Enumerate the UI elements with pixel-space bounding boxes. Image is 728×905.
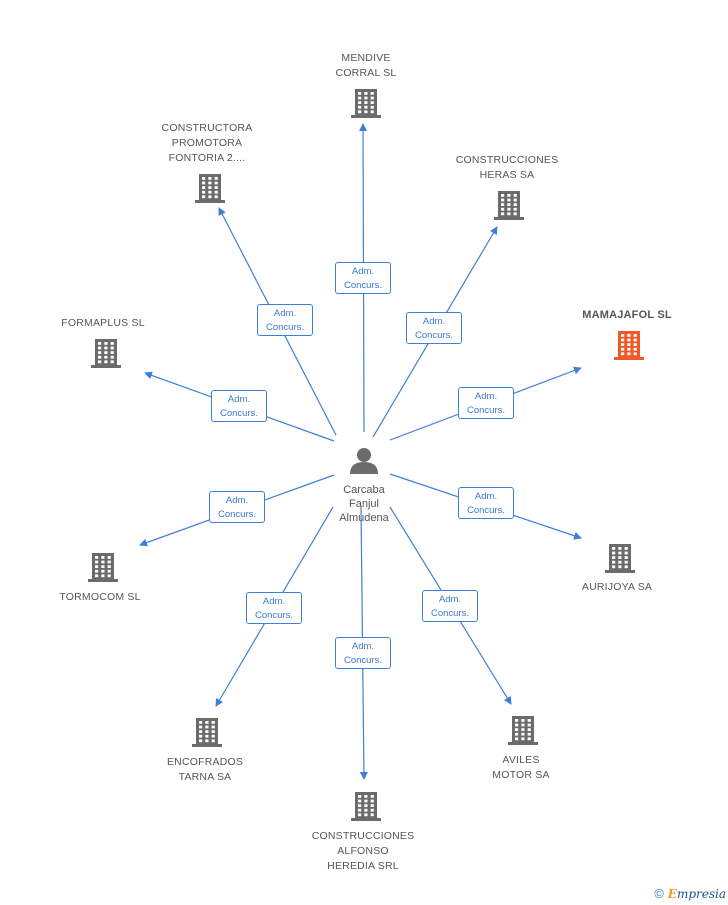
edge-label-text: Adm. bbox=[474, 491, 498, 502]
edge-label-text: Adm. bbox=[273, 308, 297, 319]
edge-label-formaplus[interactable]: Adm. Concurs. bbox=[211, 390, 267, 422]
company-label-line: PROMOTORA bbox=[171, 137, 243, 149]
company-label-line: MOTOR SA bbox=[492, 769, 550, 781]
company-label-line: AVILES bbox=[502, 754, 540, 766]
edge-label-text: Adm. bbox=[227, 394, 251, 405]
person-label-line: Almudena bbox=[339, 512, 389, 524]
building-icon-mendive bbox=[351, 89, 381, 118]
icons bbox=[88, 89, 644, 821]
building-icon-tormocom bbox=[88, 553, 118, 582]
edge-label-text: Concurs. bbox=[254, 610, 293, 621]
company-label-line: TORMOCOM SL bbox=[59, 591, 141, 603]
company-label-line: MENDIVE bbox=[341, 52, 391, 64]
edge-label-text: Concurs. bbox=[430, 608, 469, 619]
edge-label-text: Adm. bbox=[225, 495, 249, 506]
company-label-aviles[interactable]: AVILES MOTOR SA bbox=[436, 753, 606, 783]
person-label-line: Carcaba bbox=[343, 484, 385, 496]
edge-label-aurijoya[interactable]: Adm. Concurs. bbox=[458, 487, 514, 519]
edge-label-text: Concurs. bbox=[414, 330, 453, 341]
company-label-heras[interactable]: CONSTRUCCIONES HERAS SA bbox=[422, 153, 592, 183]
company-label-line: FONTORIA 2.... bbox=[168, 152, 246, 164]
edge-label-text: Concurs. bbox=[265, 322, 304, 333]
building-icon-aurijoya bbox=[605, 544, 635, 573]
edge-label-aviles[interactable]: Adm. Concurs. bbox=[422, 590, 478, 622]
edge-label-text: Adm. bbox=[351, 266, 375, 277]
building-icon-aviles bbox=[508, 716, 538, 745]
company-label-line: AURIJOYA SA bbox=[581, 581, 653, 593]
edge-label-encofrados[interactable]: Adm. Concurs. bbox=[246, 592, 302, 624]
building-icon-mamajafol bbox=[614, 331, 644, 360]
edge-label-text: Adm. bbox=[351, 641, 375, 652]
edge-label-mamajafol[interactable]: Adm. Concurs. bbox=[458, 387, 514, 419]
company-label-fontoria[interactable]: CONSTRUCTORA PROMOTORA FONTORIA 2.... bbox=[122, 121, 292, 166]
edge-label-text: Concurs. bbox=[466, 405, 505, 416]
brand-name: mpresia bbox=[676, 887, 726, 901]
building-icon-alfonso bbox=[351, 792, 381, 821]
building-icon-encofrados bbox=[192, 718, 222, 747]
edge-label-text: Adm. bbox=[438, 594, 462, 605]
building-icon-heras bbox=[494, 191, 524, 220]
company-label-encofrados[interactable]: ENCOFRADOS TARNA SA bbox=[120, 755, 290, 785]
company-label-line: ENCOFRADOS bbox=[166, 756, 244, 768]
company-label-formaplus[interactable]: FORMAPLUS SL bbox=[18, 316, 188, 331]
company-label-line: HERAS SA bbox=[479, 169, 535, 181]
company-label-mendive[interactable]: MENDIVE CORRAL SL bbox=[281, 51, 451, 81]
edge-label-text: Adm. bbox=[422, 316, 446, 327]
edge-label-fontoria[interactable]: Adm. Concurs. bbox=[257, 304, 313, 336]
company-label-alfonso[interactable]: CONSTRUCCIONES ALFONSO HEREDIA SRL bbox=[278, 829, 448, 874]
company-label-line: CORRAL SL bbox=[335, 67, 397, 79]
edge-label-tormocom[interactable]: Adm. Concurs. bbox=[209, 491, 265, 523]
company-label-line: MAMAJAFOL SL bbox=[582, 309, 672, 321]
brand-initial: E bbox=[667, 887, 677, 901]
edge-label-text: Concurs. bbox=[343, 655, 382, 666]
company-label-line: CONSTRUCTORA bbox=[161, 122, 253, 134]
company-label-mamajafol[interactable]: MAMAJAFOL SL bbox=[542, 308, 712, 323]
building-icon-fontoria bbox=[195, 174, 225, 203]
edge-label-alfonso[interactable]: Adm. Concurs. bbox=[335, 637, 391, 669]
person-icon bbox=[350, 448, 378, 474]
edge-label-text: Concurs. bbox=[466, 505, 505, 516]
company-label-line: CONSTRUCCIONES bbox=[455, 154, 559, 166]
company-label-line: TARNA SA bbox=[178, 771, 232, 783]
edge-label-heras[interactable]: Adm. Concurs. bbox=[406, 312, 462, 344]
copyright-symbol: © bbox=[654, 886, 664, 901]
company-label-line: CONSTRUCCIONES bbox=[311, 830, 415, 842]
footer-brand: ©Empresia bbox=[654, 886, 726, 901]
edge-label-text: Concurs. bbox=[219, 408, 258, 419]
building-icon-formaplus bbox=[91, 339, 121, 368]
edge-label-mendive[interactable]: Adm. Concurs. bbox=[335, 262, 391, 294]
company-label-line: ALFONSO bbox=[337, 845, 389, 857]
company-label-tormocom[interactable]: TORMOCOM SL bbox=[15, 590, 185, 605]
edge-label-text: Concurs. bbox=[217, 509, 256, 520]
company-label-aurijoya[interactable]: AURIJOYA SA bbox=[532, 580, 702, 595]
company-label-line: HEREDIA SRL bbox=[327, 860, 399, 872]
edge-label-text: Adm. bbox=[474, 391, 498, 402]
person-label-line: Fanjul bbox=[349, 498, 379, 510]
edge-label-text: Adm. bbox=[262, 596, 286, 607]
company-label-line: FORMAPLUS SL bbox=[61, 317, 145, 329]
edge-label-text: Concurs. bbox=[343, 280, 382, 291]
